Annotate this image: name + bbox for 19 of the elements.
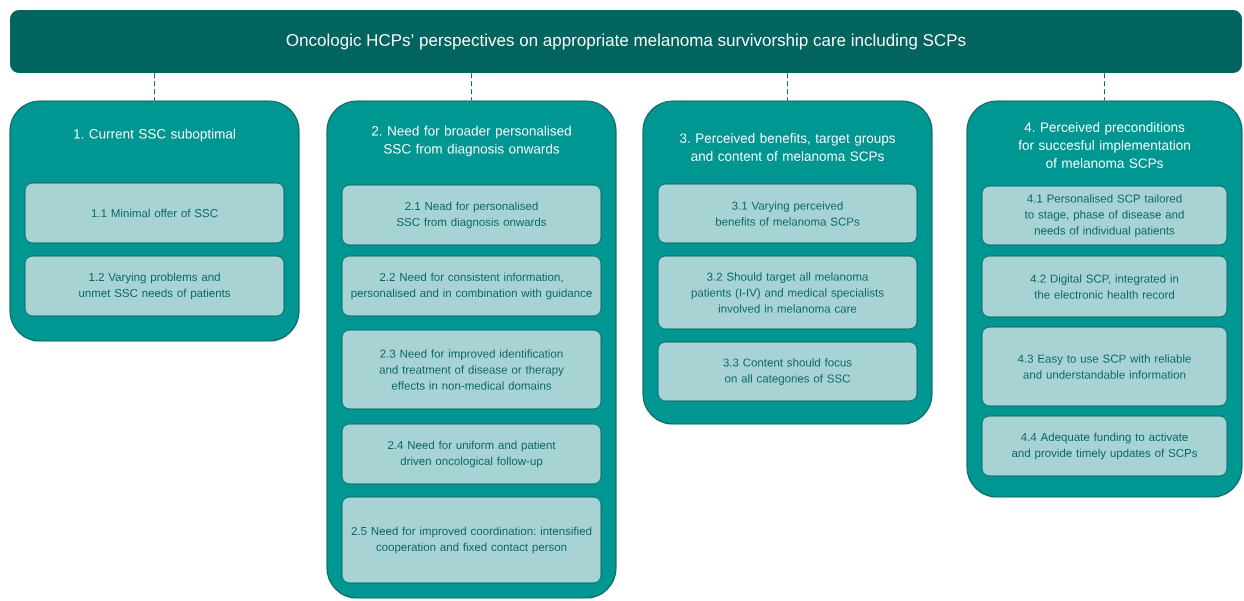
theme-box: 3.2 Should target all melanoma patients (I-IV) and medical specialists involved in melanoma care — [657, 255, 918, 330]
theme-box: 4.2 Digital SCP, integrated in the electronic health record — [981, 255, 1228, 318]
theme-box: 4.1 Personalised SCP tailored to stage, phase of disease and needs of individual patients — [981, 185, 1228, 246]
theme-box: 2.5 Need for improved coordination: intensified cooperation and fixed contact person — [341, 496, 602, 584]
connector-line — [471, 72, 472, 101]
theme-box: 2.1 Nead for personalised SSC from diagnosis onwards — [341, 184, 602, 246]
connector-line — [1104, 72, 1105, 101]
connector-line — [787, 72, 788, 101]
theme-box: 3.1 Varying perceived benefits of melanoma SCPs — [657, 183, 918, 244]
connector-line — [154, 72, 155, 101]
theme-box: 1.2 Varying problems and unmet SSC needs of patients — [24, 255, 285, 317]
theme-box: 4.4 Adequate funding to activate and provide timely updates of SCPs — [981, 415, 1228, 477]
theme-box: 2.4 Need for uniform and patient driven oncological follow-up — [341, 423, 602, 485]
theme-box: 3.3 Content should focus on all categories of SSC — [657, 341, 918, 402]
theme-box: 1.1 Minimal offer of SSC — [24, 182, 285, 244]
theme-box: 4.3 Easy to use SCP with reliable and understandable information — [981, 326, 1228, 407]
title-banner: Oncologic HCPs’ perspectives on appropriate melanoma survivorship care including SCPs — [10, 10, 1242, 73]
theme-box: 2.3 Need for improved identification and treatment of disease or therapy effects in non-medical domains — [341, 329, 602, 410]
theme-box: 2.2 Need for consistent information, personalised and in combination with guidance — [341, 255, 602, 317]
